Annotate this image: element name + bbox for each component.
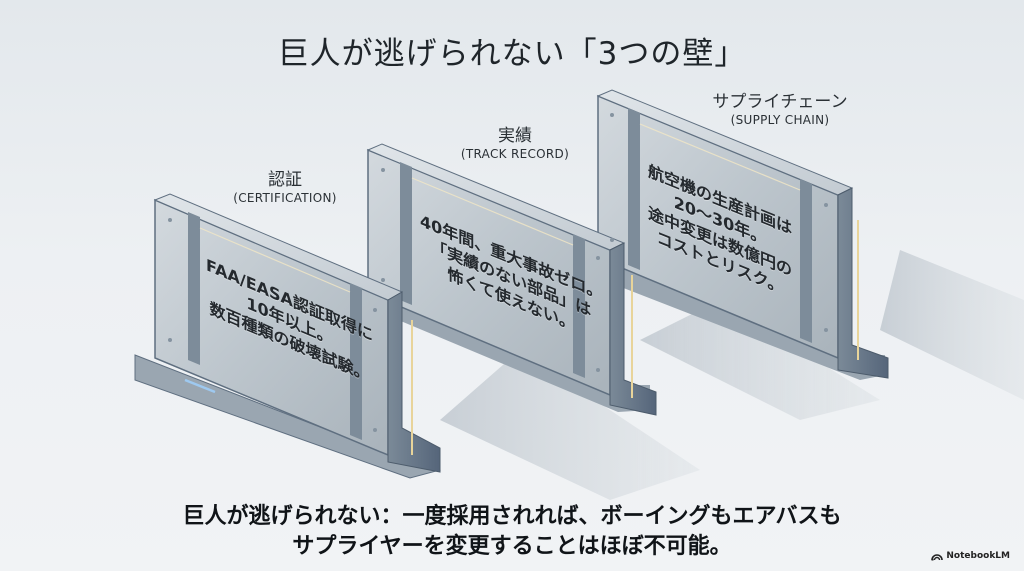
wall-label-certification: 認証 (CERTIFICATION) <box>210 170 360 206</box>
wall-label-jp: サプライチェーン <box>712 92 848 112</box>
wall-label-en: (TRACK RECORD) <box>460 147 570 161</box>
wall-supply-chain-shape <box>590 89 889 380</box>
wall-label-jp: 認証 <box>268 170 302 190</box>
wall-label-en: (SUPPLY CHAIN) <box>730 113 830 127</box>
shadows <box>440 250 1024 500</box>
caption-line-1: 巨人が逃げられない：一度採用されれば、ボーイングもエアバスも <box>182 504 842 529</box>
notebooklm-logo-icon <box>931 553 944 560</box>
brand-name: NotebookLM <box>946 551 1010 561</box>
wall-label-supply-chain: サプライチェーン (SUPPLY CHAIN) <box>680 92 880 128</box>
slide-title: 巨人が逃げられない「3つの壁」 <box>277 36 747 72</box>
slide-caption: 巨人が逃げられない：一度採用されれば、ボーイングもエアバスも サプライヤーを変更… <box>0 502 1024 562</box>
caption-line-2: サプライヤーを変更することはほぼ不可能。 <box>292 534 732 559</box>
notebooklm-watermark: NotebookLM <box>931 551 1010 561</box>
rivets <box>168 113 828 432</box>
wall-label-track-record: 実績 (TRACK RECORD) <box>440 126 590 162</box>
wall-track-record-shape <box>360 143 657 416</box>
wall-certification-shape <box>134 193 441 479</box>
wall-label-en: (CERTIFICATION) <box>233 191 337 205</box>
wall-label-jp: 実績 <box>498 126 532 146</box>
